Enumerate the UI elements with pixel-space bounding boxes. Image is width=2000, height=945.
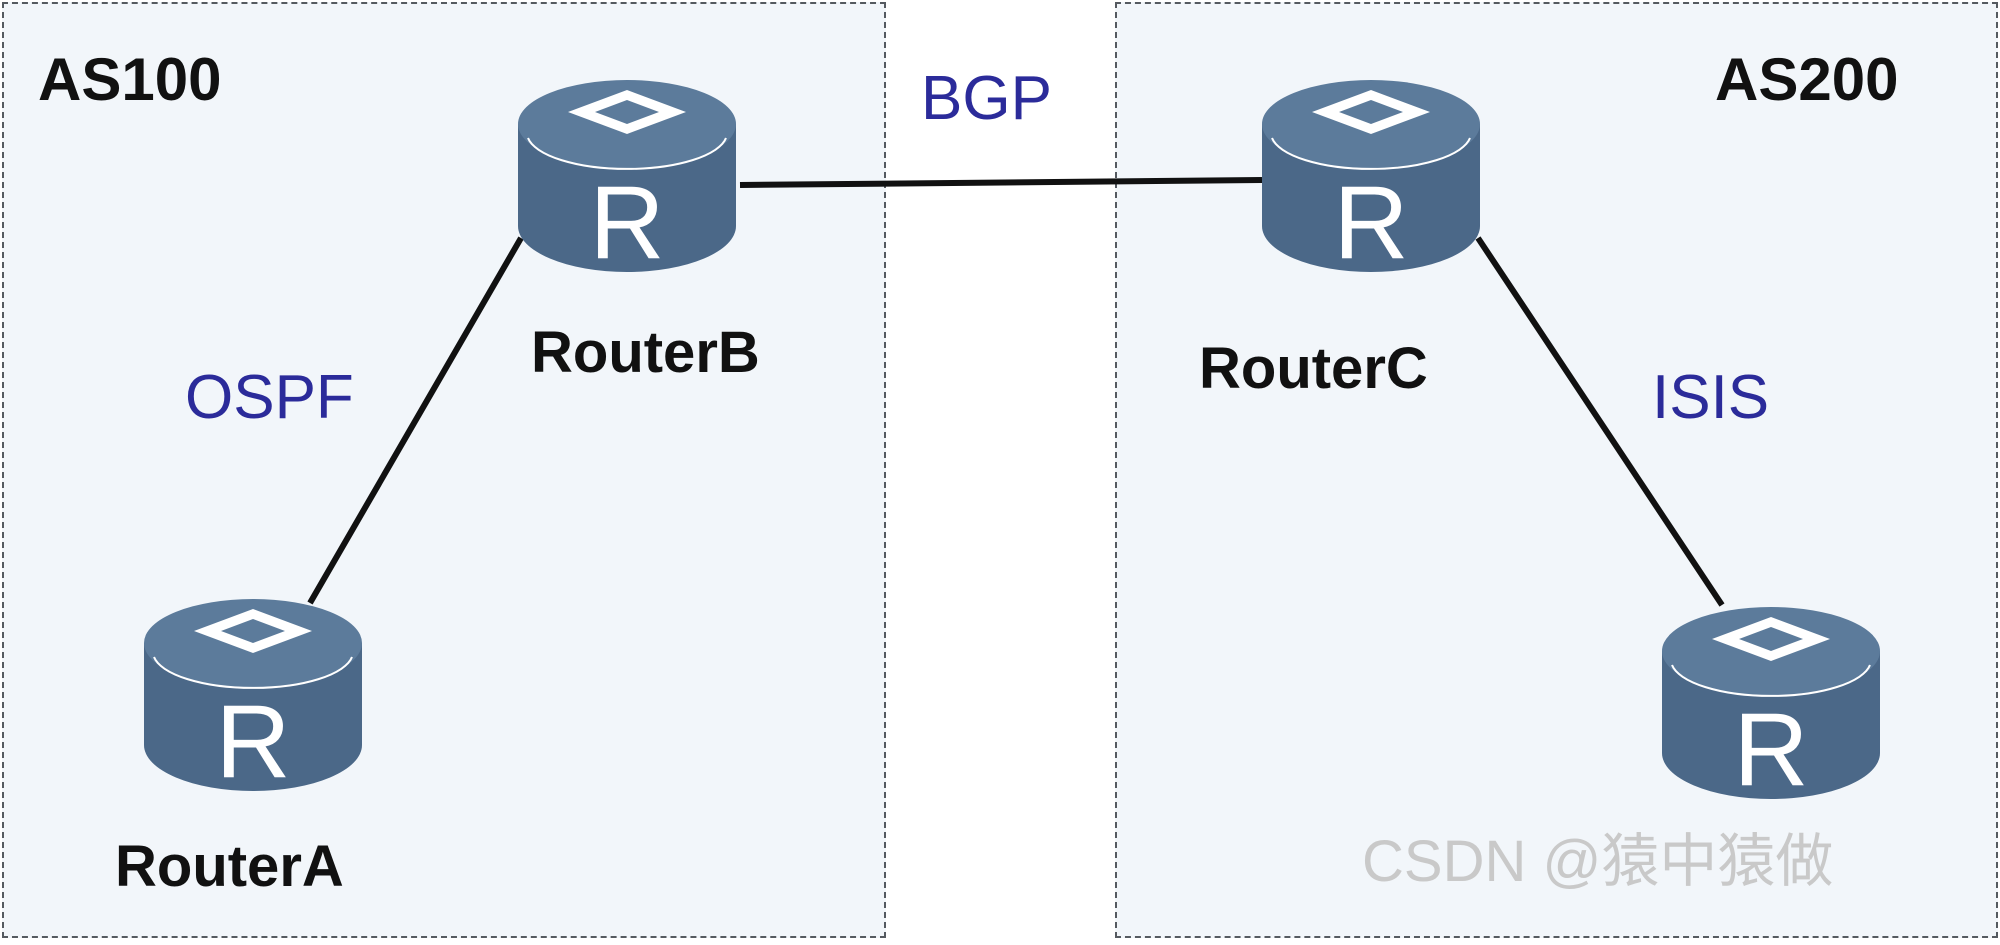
routera-router-icon: R [140,597,366,800]
link-routerc-routerd [1475,236,1725,607]
router-letter: R [1333,165,1408,278]
as200-label: AS200 [1715,46,1899,113]
ospf-protocol-label: OSPF [185,363,354,432]
routerb-label: RouterB [531,320,760,385]
routera-label: RouterA [115,834,344,899]
routerb-router-icon: R [514,78,740,281]
router-letter: R [589,165,664,278]
as100-region [2,2,886,938]
link-routerb-routerc [739,177,1263,188]
router-letter: R [215,684,290,797]
router-letter: R [1733,692,1808,805]
routerc-label: RouterC [1199,336,1428,401]
routerc-router-icon: R [1258,78,1484,281]
link-routera-routerb [307,236,524,605]
csdn-watermark: CSDN @猿中猿做 [1362,829,1834,894]
isis-protocol-label: ISIS [1652,363,1770,432]
as100-label: AS100 [38,46,222,113]
bgp-protocol-label: BGP [921,64,1052,133]
routerd-router-icon: R [1658,605,1884,808]
